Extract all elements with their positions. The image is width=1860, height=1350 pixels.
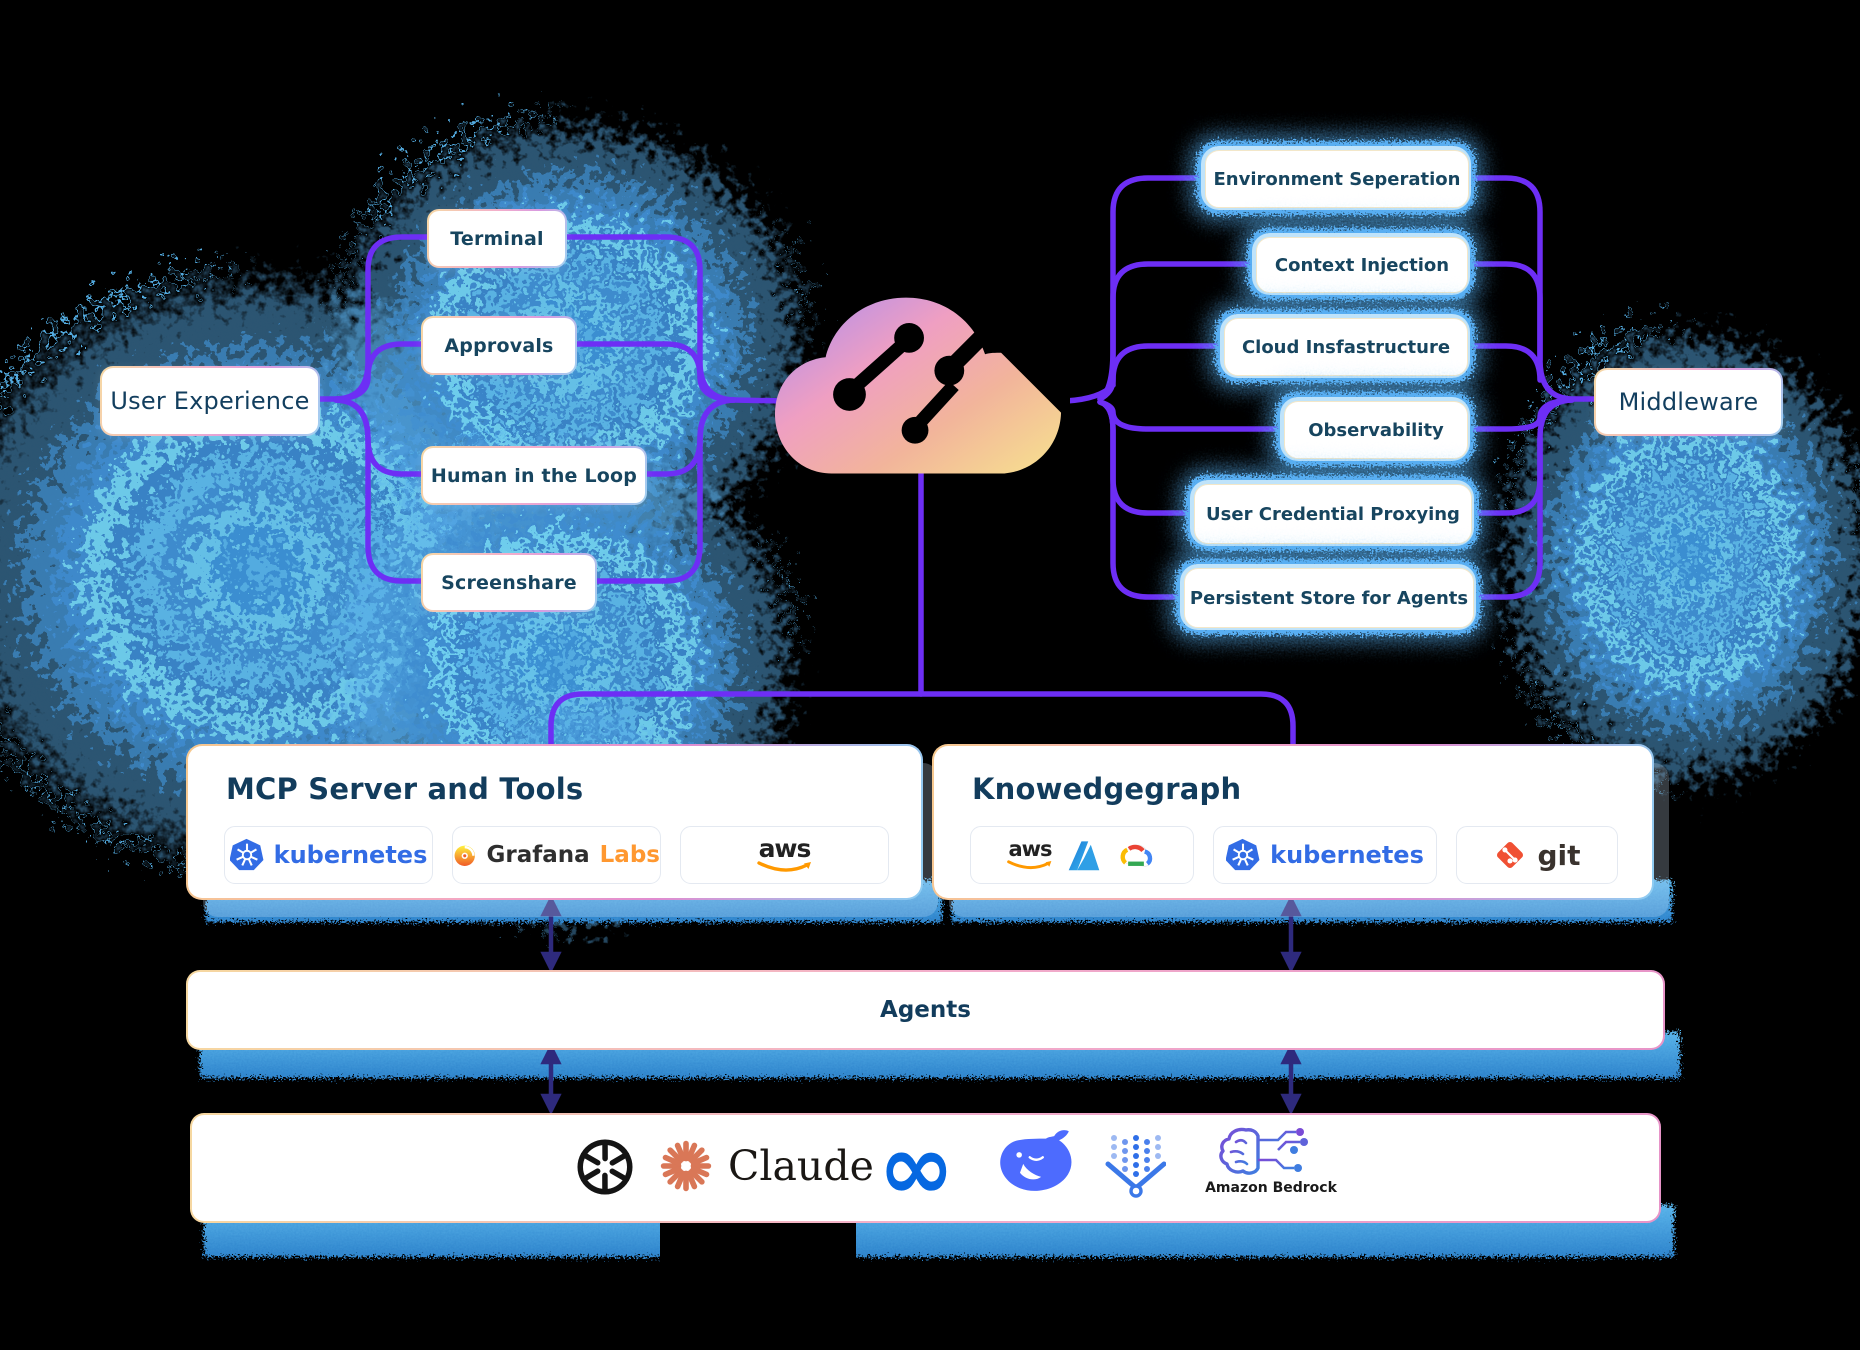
node-user-credential-proxying: User Credential Proxying (1185, 475, 1479, 551)
node-label: User Credential Proxying (1206, 503, 1460, 525)
node-user-experience: User Experience (100, 366, 320, 436)
node-persistent-store-for-agents: Persistent Store for Agents (1175, 559, 1481, 635)
aws-smile-icon (756, 861, 811, 872)
kubernetes-icon (229, 838, 264, 871)
knowledge-panel: Knowedgegraph aws (932, 744, 1654, 900)
amazon-bedrock-icon (1219, 1127, 1308, 1175)
kubernetes-label: kubernetes (273, 841, 428, 869)
azure-icon (1068, 841, 1100, 871)
node-context-injection: Context Injection (1247, 228, 1475, 300)
amazon-bedrock-logo: Amazon Bedrock (1186, 1124, 1356, 1196)
claude-logo: Claude (658, 1138, 874, 1194)
google-cloud-icon (1120, 844, 1153, 867)
aws-label: aws (1008, 837, 1052, 861)
data-funnel-icon (1105, 1135, 1166, 1198)
node-observability: Observability (1275, 392, 1475, 466)
node-label: Context Injection (1274, 254, 1450, 276)
node-label: Observability (1308, 419, 1444, 441)
node-approvals: Approvals (421, 316, 577, 375)
node-label: Screenshare (441, 571, 577, 594)
node-label: Persistent Store for Agents (1189, 587, 1469, 609)
aws-smile-icon (1007, 860, 1052, 870)
chip-aws: aws (680, 826, 889, 884)
models-bar (190, 1113, 1661, 1223)
mcp-panel: MCP Server and Tools kubernetes Gr (186, 744, 923, 900)
agents-label: Agents (880, 997, 971, 1023)
node-screenshare: Screenshare (421, 553, 597, 612)
node-label: Environment Seperation (1213, 168, 1461, 190)
agents-bar: Agents (186, 970, 1665, 1050)
chip-git: git (1456, 826, 1618, 884)
aws-logo: aws (756, 834, 813, 874)
git-label: git (1537, 838, 1581, 872)
openai-logo (572, 1134, 638, 1200)
aws-logo: aws (1007, 839, 1053, 871)
node-label: Approvals (444, 334, 554, 357)
node-label: Terminal (450, 227, 544, 250)
kubernetes-label: kubernetes (1270, 841, 1424, 869)
meta-logo: ∞ (878, 1114, 955, 1221)
node-label: User Experience (110, 387, 310, 415)
data-funnel-logo (1104, 1130, 1166, 1200)
node-label: Cloud Insfastructure (1241, 336, 1451, 358)
openai-icon (577, 1139, 633, 1195)
grafana-labs-label: Labs (599, 842, 660, 868)
bar-shadow-gap (660, 1216, 856, 1276)
node-cloud-insfastructure: Cloud Insfastructure (1215, 309, 1475, 383)
meta-infinity-icon: ∞ (878, 1114, 955, 1221)
node-label: Human in the Loop (430, 464, 638, 487)
kubernetes-icon (1226, 838, 1260, 871)
knowledge-panel-title: Knowedgegraph (972, 772, 1242, 806)
deepseek-whale-icon (1000, 1130, 1072, 1191)
chip-kubernetes: kubernetes (1213, 826, 1437, 884)
claude-starburst-icon (660, 1140, 712, 1192)
chip-kubernetes: kubernetes (224, 826, 433, 884)
claude-label: Claude (728, 1142, 874, 1190)
chip-grafana-labs: Grafana Labs (452, 826, 661, 884)
node-label: Middleware (1618, 388, 1759, 416)
deepseek-logo (992, 1128, 1074, 1198)
amazon-bedrock-label: Amazon Bedrock (1205, 1180, 1337, 1196)
grafana-label: Grafana (486, 842, 590, 868)
node-environment-seperation: Environment Seperation (1196, 141, 1476, 215)
circuit-cloud-logo (774, 278, 1070, 474)
node-terminal: Terminal (427, 209, 567, 268)
aws-label: aws (758, 834, 812, 863)
chip-cloud-providers: aws (970, 826, 1194, 884)
git-icon (1497, 841, 1524, 869)
node-human-in-the-loop: Human in the Loop (421, 446, 647, 505)
grafana-icon (454, 845, 475, 866)
mcp-panel-title: MCP Server and Tools (226, 772, 584, 806)
node-middleware: Middleware (1594, 368, 1783, 436)
